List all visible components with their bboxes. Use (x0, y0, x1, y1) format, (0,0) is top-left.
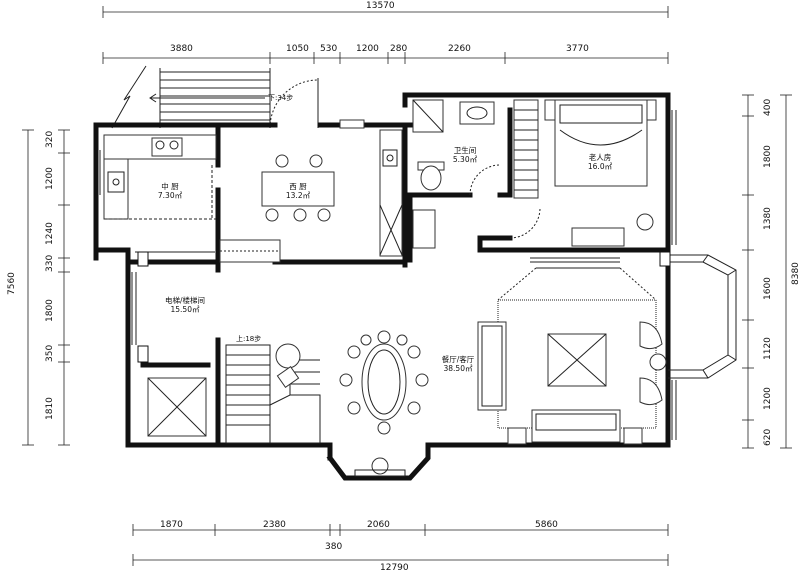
chinese-kitchen-area: 7.30㎡ (158, 191, 183, 200)
left-dim-6: 1810 (45, 397, 55, 420)
right-total-dim: 8380 (791, 262, 800, 285)
left-total-dim: 7560 (7, 272, 17, 295)
western-kitchen-name: 西 厨 (289, 182, 307, 191)
elder-room-area: 16.0㎡ (588, 162, 613, 171)
left-dimensions: 7560 320 1200 1240 330 1800 350 1810 (7, 129, 70, 446)
top-dim-0: 3880 (170, 44, 193, 54)
left-dim-1: 1200 (45, 167, 55, 190)
bottom-dim-3: 5860 (535, 520, 558, 530)
left-dim-2: 1240 (45, 222, 55, 245)
top-dim-4: 280 (390, 44, 407, 54)
bottom-extra-dim: 380 (325, 542, 342, 552)
right-dim-6: 620 (763, 429, 773, 446)
left-dim-0: 320 (45, 131, 55, 148)
exterior-stair: 下:34步 (111, 65, 319, 129)
top-dim-6: 3770 (566, 44, 589, 54)
western-kitchen: 西 厨 13.2㎡ (219, 119, 403, 263)
right-dim-5: 1200 (763, 387, 773, 410)
bathroom-name: 卫生间 (454, 145, 477, 155)
bathroom-area: 5.30㎡ (453, 155, 478, 164)
bottom-dim-0: 1870 (160, 520, 183, 530)
right-dim-4: 1120 (763, 337, 773, 360)
chinese-kitchen-name: 中 厨 (161, 181, 179, 191)
left-dim-3: 330 (45, 255, 55, 272)
left-dim-4: 1800 (45, 299, 55, 322)
top-dim-1: 1050 (286, 44, 309, 54)
top-dim-5: 2260 (448, 44, 471, 54)
living-room-area: 38.50㎡ (444, 364, 473, 373)
living-room-name: 餐厅/客厅 (442, 354, 475, 364)
bay-window-right (668, 254, 737, 379)
elevator-hall: 电梯/楼梯间 15.50㎡ 上:18步 (147, 295, 321, 444)
stair-up-label: 上:18步 (236, 334, 261, 343)
right-dim-2: 1380 (763, 207, 773, 230)
right-dim-0: 400 (763, 99, 773, 116)
top-total-dim: 13570 (366, 1, 395, 11)
windows (99, 110, 677, 440)
top-dim-3: 1200 (356, 44, 379, 54)
right-dim-1: 1800 (763, 145, 773, 168)
walls (93, 92, 671, 481)
bottom-dim-1: 2380 (263, 520, 286, 530)
bottom-dim-2: 2060 (367, 520, 390, 530)
chinese-kitchen: 中 厨 7.30㎡ (103, 134, 217, 253)
elevator-hall-name: 电梯/楼梯间 (165, 295, 205, 305)
columns (137, 251, 671, 363)
bottom-dimensions: 1870 2380 2060 5860 380 12790 (132, 520, 669, 572)
top-dim-2: 530 (320, 44, 337, 54)
bathroom: 卫生间 5.30㎡ (412, 99, 501, 249)
western-kitchen-area: 13.2㎡ (286, 191, 311, 200)
elder-room-name: 老人房 (589, 152, 612, 162)
living-room: 餐厅/客厅 38.50㎡ (442, 267, 667, 445)
elevator-hall-area: 15.50㎡ (171, 305, 200, 314)
right-dimensions: 400 1800 1380 1600 1120 1200 620 8380 (742, 94, 800, 449)
dining-area (339, 330, 429, 477)
top-dimensions: 13570 3880 1050 530 1200 280 2260 3770 (102, 1, 669, 64)
left-dim-5: 350 (45, 345, 55, 362)
elder-room: 老人房 16.0㎡ (509, 99, 657, 247)
right-dim-3: 1600 (763, 277, 773, 300)
bottom-total-dim: 12790 (380, 563, 409, 572)
